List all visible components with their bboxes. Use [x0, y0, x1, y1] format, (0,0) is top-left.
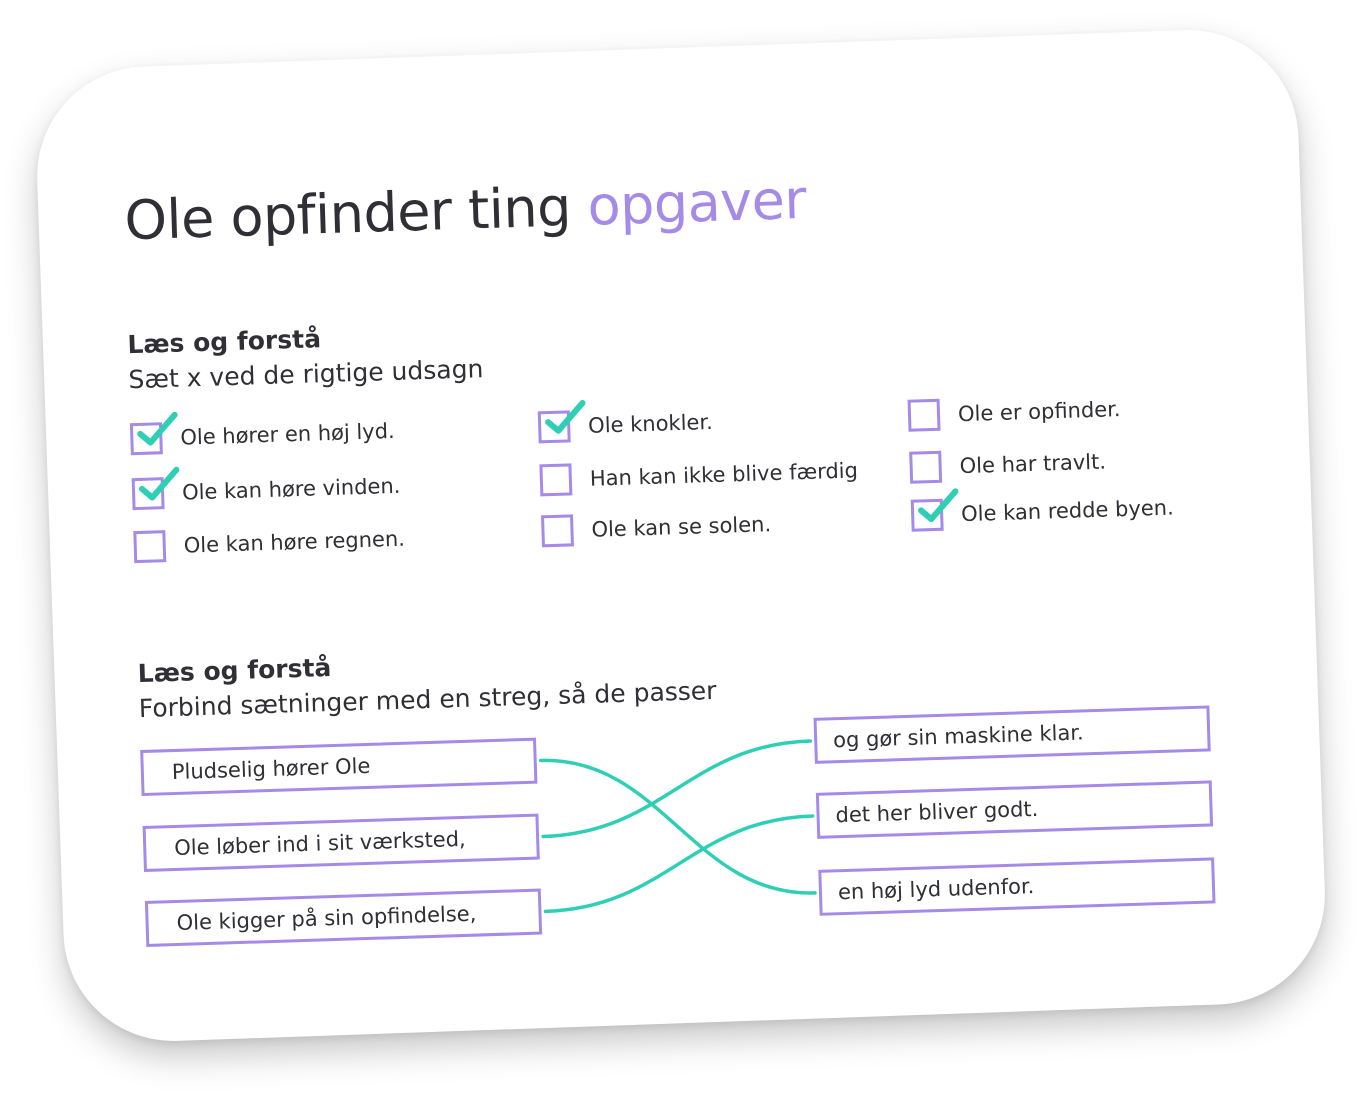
- checkbox-item-3[interactable]: Ole kan høre regnen.: [133, 519, 405, 567]
- checkbox-label: Ole hører en høj lyd.: [180, 418, 396, 450]
- checkbox[interactable]: [129, 411, 178, 456]
- match-left-1[interactable]: Pludselig hører Ole: [140, 737, 538, 797]
- checkbox-label: Ole kan se solen.: [591, 512, 772, 542]
- title-accent: opgaver: [586, 167, 807, 238]
- match-left-3[interactable]: Ole kigger på sin opfindelse,: [144, 888, 543, 947]
- checkbox[interactable]: [909, 450, 943, 484]
- check-icon: [137, 411, 178, 446]
- checkbox-item-8[interactable]: Ole har travlt.: [909, 442, 1107, 488]
- match-right-1[interactable]: og gør sin maskine klar.: [813, 705, 1211, 764]
- check-icon: [918, 488, 959, 523]
- page-title: Ole opfinder ting opgaver: [124, 168, 807, 252]
- checkbox-label: Ole kan høre regnen.: [183, 526, 406, 558]
- check-icon: [545, 399, 586, 434]
- title-main: Ole opfinder ting: [123, 175, 572, 253]
- section2-heading: Læs og forstå: [137, 653, 332, 689]
- match-right-3[interactable]: en høj lyd udenfor.: [818, 857, 1216, 916]
- checkbox[interactable]: [131, 466, 180, 511]
- checkbox[interactable]: [539, 463, 573, 497]
- connector-line-3: [543, 814, 815, 914]
- checkbox-item-5[interactable]: Han kan ikke blive færdig: [539, 450, 858, 500]
- checkbox-item-4[interactable]: Ole knokler.: [537, 399, 714, 447]
- checkbox-item-2[interactable]: Ole kan høre vinden.: [131, 466, 401, 514]
- checkbox[interactable]: [910, 488, 959, 532]
- checkbox[interactable]: [541, 514, 574, 548]
- check-icon: [138, 466, 180, 501]
- checkbox[interactable]: [537, 399, 586, 444]
- checkbox-label: Ole er opfinder.: [957, 397, 1121, 427]
- checkbox-label: Ole har travlt.: [959, 449, 1107, 479]
- checkbox-item-7[interactable]: Ole er opfinder.: [907, 389, 1121, 436]
- match-left-2[interactable]: Ole løber ind i sit værksted,: [142, 813, 540, 872]
- checkbox-item-6[interactable]: Ole kan se solen.: [541, 504, 772, 551]
- checkbox-item-9[interactable]: Ole kan redde byen.: [910, 487, 1175, 535]
- checkbox-label: Han kan ikke blive færdig: [589, 458, 859, 491]
- checkbox-item-1[interactable]: Ole hører en høj lyd.: [129, 411, 396, 459]
- checkbox-label: Ole knokler.: [587, 409, 714, 438]
- connector-line-2: [541, 739, 812, 839]
- match-right-2[interactable]: det her bliver godt.: [815, 780, 1214, 839]
- checkbox[interactable]: [133, 530, 167, 564]
- checkbox[interactable]: [907, 398, 941, 432]
- connector-line-1: [538, 758, 817, 895]
- section1-heading: Læs og forstå: [126, 324, 322, 360]
- checkbox-label: Ole kan redde byen.: [960, 495, 1175, 527]
- checkbox-label: Ole kan høre vinden.: [181, 473, 401, 505]
- section1-instruction: Sæt x ved de rigtige udsagn: [128, 354, 484, 395]
